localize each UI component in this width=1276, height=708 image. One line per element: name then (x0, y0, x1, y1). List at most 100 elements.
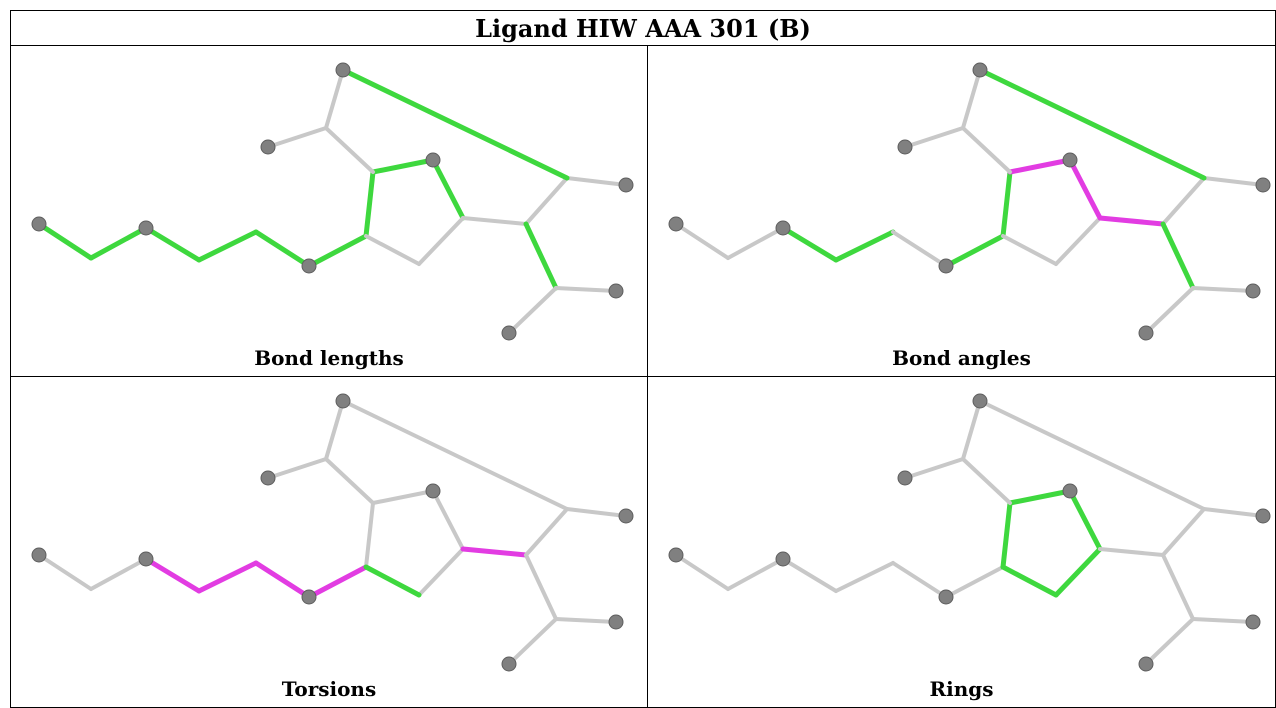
bond-4-5 (253, 560, 312, 600)
bond-14-15 (1202, 507, 1265, 518)
atom-8 (1062, 152, 1078, 168)
bond-14-15 (1202, 176, 1265, 187)
bond-1-2 (726, 226, 785, 260)
atom-19 (1138, 656, 1154, 672)
atom-18 (1245, 614, 1261, 630)
molecule-bond-angles (668, 62, 1271, 341)
atom-2 (138, 220, 154, 236)
atom-5 (938, 258, 954, 274)
atom-8 (425, 152, 441, 168)
bond-11-12 (903, 126, 965, 149)
atom-18 (1245, 283, 1261, 299)
atom-0 (31, 216, 47, 232)
atom-19 (501, 656, 517, 672)
bond-6-7 (1000, 169, 1013, 239)
bond-10-6 (1001, 234, 1058, 266)
bond-2-3 (780, 225, 839, 263)
bond-5-6 (306, 564, 369, 600)
bond-17-18 (1191, 286, 1255, 293)
atom-0 (31, 547, 47, 563)
bond-16-17 (524, 553, 558, 621)
bond-16-14 (524, 176, 569, 226)
bond-11-12 (266, 457, 328, 480)
bond-7-11 (324, 126, 375, 174)
atom-12 (260, 139, 276, 155)
bond-8-9 (430, 157, 466, 221)
bond-5-6 (306, 233, 369, 269)
bond-9-16 (1098, 547, 1165, 557)
atom-0 (668, 547, 684, 563)
bond-1-2 (88, 225, 149, 261)
bond-10-6 (363, 564, 422, 598)
atom-13 (972, 393, 988, 409)
atom-8 (425, 483, 441, 499)
bond-7-11 (324, 457, 375, 505)
bond-14-13 (341, 399, 569, 511)
bond-17-19 (507, 617, 558, 666)
molecule-torsions (31, 393, 634, 672)
atom-19 (1138, 325, 1154, 341)
atom-8 (1062, 483, 1078, 499)
bond-16-14 (524, 507, 569, 557)
bond-16-17 (1161, 553, 1195, 621)
bond-2-3 (781, 557, 838, 593)
bond-9-16 (460, 546, 529, 558)
atom-5 (301, 258, 317, 274)
bond-8-9 (1067, 157, 1103, 221)
panel-bond-angles: Bond angles (648, 46, 1276, 377)
bond-10-6 (1000, 564, 1059, 598)
bond-2-3 (143, 225, 202, 263)
atom-18 (608, 283, 624, 299)
bond-7-8 (371, 489, 435, 505)
atom-12 (260, 470, 276, 486)
bond-14-15 (565, 507, 628, 518)
caption-rings: Rings (929, 677, 994, 701)
bond-11-13 (961, 399, 982, 461)
bond-7-8 (370, 157, 436, 175)
atom-15 (618, 177, 634, 193)
bond-7-11 (961, 126, 1012, 174)
bond-7-8 (1007, 157, 1073, 175)
caption-torsions: Torsions (281, 677, 377, 701)
atom-12 (897, 470, 913, 486)
bond-1-2 (89, 557, 148, 591)
bond-4-5 (891, 561, 948, 599)
bond-17-18 (554, 286, 618, 293)
bond-6-7 (363, 169, 376, 239)
atom-13 (972, 62, 988, 78)
caption-bond-lengths: Bond lengths (254, 346, 404, 370)
caption-bond-angles: Bond angles (892, 346, 1031, 370)
bond-9-16 (1097, 215, 1166, 227)
atom-13 (335, 393, 351, 409)
bond-0-1 (36, 221, 94, 261)
bond-8-9 (1067, 488, 1103, 552)
atom-5 (301, 589, 317, 605)
bond-1-2 (726, 557, 785, 591)
bond-16-14 (1161, 507, 1206, 557)
bond-11-13 (324, 68, 345, 130)
atom-15 (618, 508, 634, 524)
bond-17-19 (1144, 286, 1195, 335)
molecule-bond-lengths (31, 62, 634, 341)
atom-5 (938, 589, 954, 605)
bond-9-10 (417, 547, 465, 597)
bond-17-19 (507, 286, 558, 335)
bond-14-13 (977, 67, 1207, 181)
atom-0 (668, 216, 684, 232)
bond-2-3 (143, 556, 202, 594)
bond-9-10 (1054, 216, 1102, 266)
bond-3-4 (833, 229, 896, 263)
bond-17-19 (1144, 617, 1195, 666)
bond-17-18 (1191, 617, 1255, 624)
bond-9-16 (461, 216, 528, 226)
atom-2 (775, 220, 791, 236)
bond-16-14 (1161, 176, 1206, 226)
panel-bond-lengths: Bond lengths (10, 46, 648, 377)
bond-14-15 (565, 176, 628, 187)
bond-11-12 (903, 457, 965, 480)
bond-4-5 (891, 230, 948, 268)
bond-11-12 (266, 126, 328, 149)
bond-9-10 (417, 216, 465, 266)
bond-8-9 (431, 489, 465, 551)
bond-0-1 (37, 553, 93, 591)
